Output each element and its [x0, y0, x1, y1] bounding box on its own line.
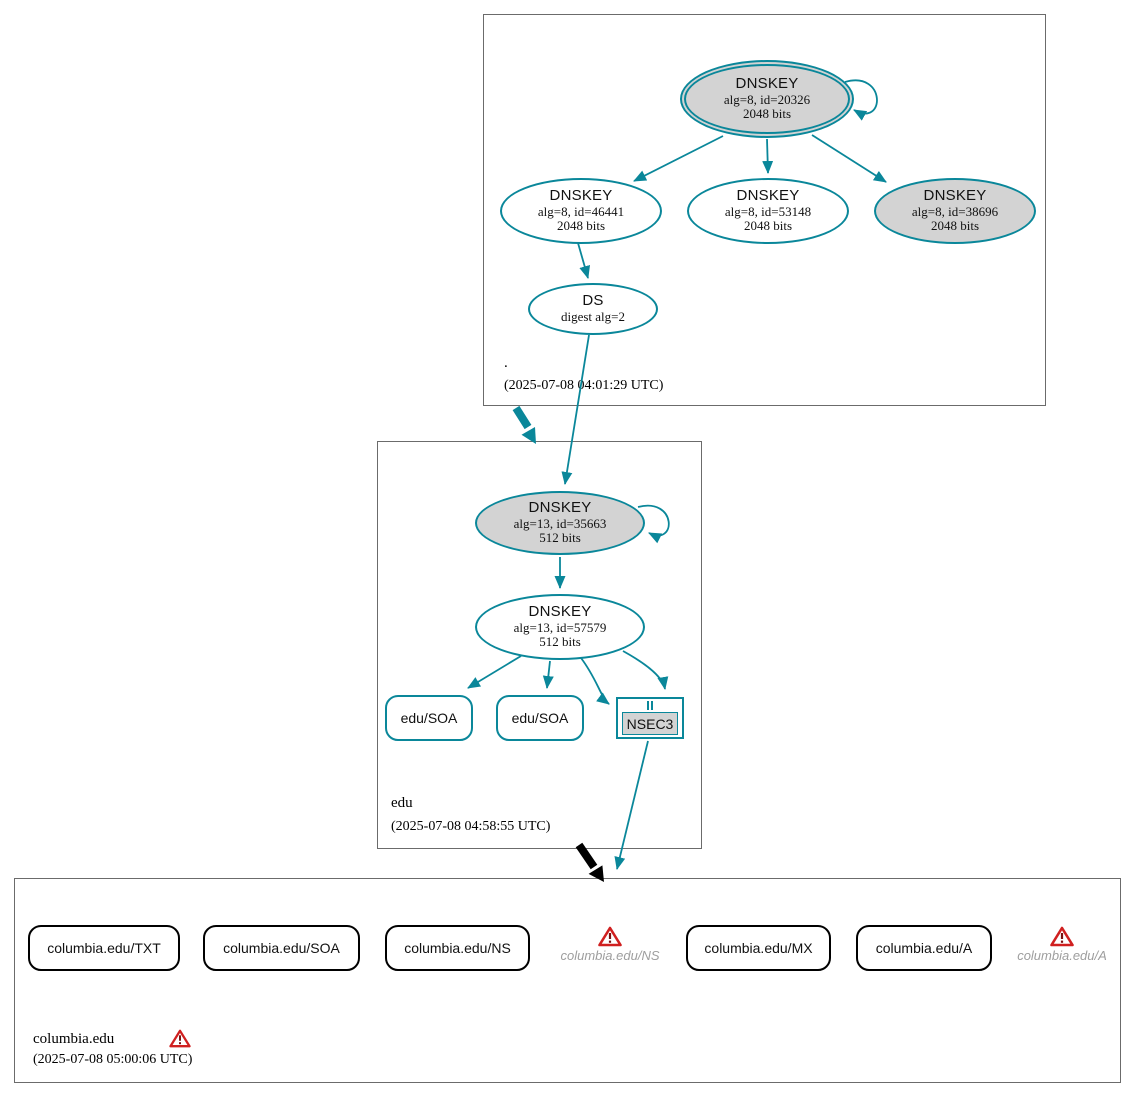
ghost-rrset-columbia-ns: columbia.edu/NS — [545, 926, 675, 963]
zone-label-edu: edu — [391, 795, 413, 811]
rrset-edu-soa-1[interactable]: edu/SOA — [385, 695, 473, 741]
rrset-label: edu/SOA — [511, 710, 569, 726]
dnskey-bits: 2048 bits — [743, 218, 793, 234]
rrset-label: columbia.edu/TXT — [47, 940, 161, 956]
ds-title: DS — [582, 292, 604, 310]
dnskey-edu-57579[interactable]: DNSKEY alg=13, id=57579 512 bits — [475, 594, 645, 660]
dnskey-root-ksk[interactable]: DNSKEY alg=8, id=20326 2048 bits — [680, 60, 854, 138]
dnskey-title: DNSKEY — [528, 603, 592, 621]
rrset-label: columbia.edu/SOA — [223, 940, 340, 956]
zone-timestamp-root: (2025-07-08 04:01:29 UTC) — [504, 378, 664, 393]
rrset-label: columbia.edu/A — [875, 940, 973, 956]
dnskey-title: DNSKEY — [736, 187, 800, 205]
dnskey-title: DNSKEY — [549, 187, 613, 205]
dnskey-root-46441[interactable]: DNSKEY alg=8, id=46441 2048 bits — [500, 178, 662, 244]
dnskey-bits: 2048 bits — [930, 218, 980, 234]
zone-box-edu — [377, 441, 702, 849]
edge-delegation-root-edu — [516, 408, 528, 427]
zone-box-columbia — [14, 878, 1121, 1083]
rrset-columbia-mx[interactable]: columbia.edu/MX — [686, 925, 831, 971]
rrset-columbia-a[interactable]: columbia.edu/A — [856, 925, 992, 971]
rrset-label: columbia.edu/MX — [704, 940, 813, 956]
rrset-label: columbia.edu/NS — [404, 940, 511, 956]
rrset-columbia-ns[interactable]: columbia.edu/NS — [385, 925, 530, 971]
ds-root-edu[interactable]: DS digest alg=2 — [528, 283, 658, 335]
dnskey-bits: 512 bits — [539, 530, 581, 546]
dnskey-edu-35663[interactable]: DNSKEY alg=13, id=35663 512 bits — [475, 491, 645, 555]
rrset-columbia-txt[interactable]: columbia.edu/TXT — [28, 925, 180, 971]
nsec3-cell — [647, 701, 649, 710]
ghost-rrset-label: columbia.edu/NS — [560, 948, 660, 963]
zone-label-root: . — [504, 355, 508, 371]
nsec3-cells — [647, 701, 653, 710]
dnskey-title: DNSKEY — [923, 187, 987, 205]
ghost-rrset-columbia-a: columbia.edu/A — [997, 926, 1127, 963]
dnskey-bits: 2048 bits — [556, 218, 606, 234]
ghost-rrset-label: columbia.edu/A — [1017, 948, 1107, 963]
dnskey-root-38696[interactable]: DNSKEY alg=8, id=38696 2048 bits — [874, 178, 1036, 244]
dnskey-alg-id: alg=8, id=20326 — [723, 91, 811, 107]
warning-icon[interactable] — [598, 926, 622, 947]
dnskey-alg-id: alg=8, id=53148 — [724, 203, 812, 219]
zone-timestamp-edu: (2025-07-08 04:58:55 UTC) — [391, 819, 551, 834]
rrset-label: edu/SOA — [400, 710, 458, 726]
dnskey-alg-id: alg=13, id=35663 — [513, 515, 607, 531]
nsec3-cell — [651, 701, 653, 710]
dnskey-root-53148[interactable]: DNSKEY alg=8, id=53148 2048 bits — [687, 178, 849, 244]
warning-icon — [169, 1029, 191, 1048]
dnskey-title: DNSKEY — [735, 75, 799, 93]
nsec3-label: NSEC3 — [621, 712, 679, 735]
dnskey-alg-id: alg=13, id=57579 — [513, 619, 607, 635]
zone-warning-icon[interactable] — [169, 1029, 191, 1048]
zone-timestamp-columbia: (2025-07-08 05:00:06 UTC) — [33, 1052, 193, 1067]
warning-icon[interactable] — [1050, 926, 1074, 947]
nsec3-node[interactable]: NSEC3 — [616, 697, 684, 739]
ds-digest: digest alg=2 — [560, 309, 626, 325]
rrset-edu-soa-2[interactable]: edu/SOA — [496, 695, 584, 741]
dnskey-bits: 2048 bits — [742, 106, 792, 122]
dnskey-title: DNSKEY — [528, 499, 592, 517]
dnskey-alg-id: alg=8, id=38696 — [911, 203, 999, 219]
rrset-columbia-soa[interactable]: columbia.edu/SOA — [203, 925, 360, 971]
zone-box-root — [483, 14, 1046, 406]
zone-label-columbia: columbia.edu — [33, 1031, 115, 1047]
dnskey-bits: 512 bits — [539, 634, 581, 650]
dnskey-alg-id: alg=8, id=46441 — [537, 203, 625, 219]
